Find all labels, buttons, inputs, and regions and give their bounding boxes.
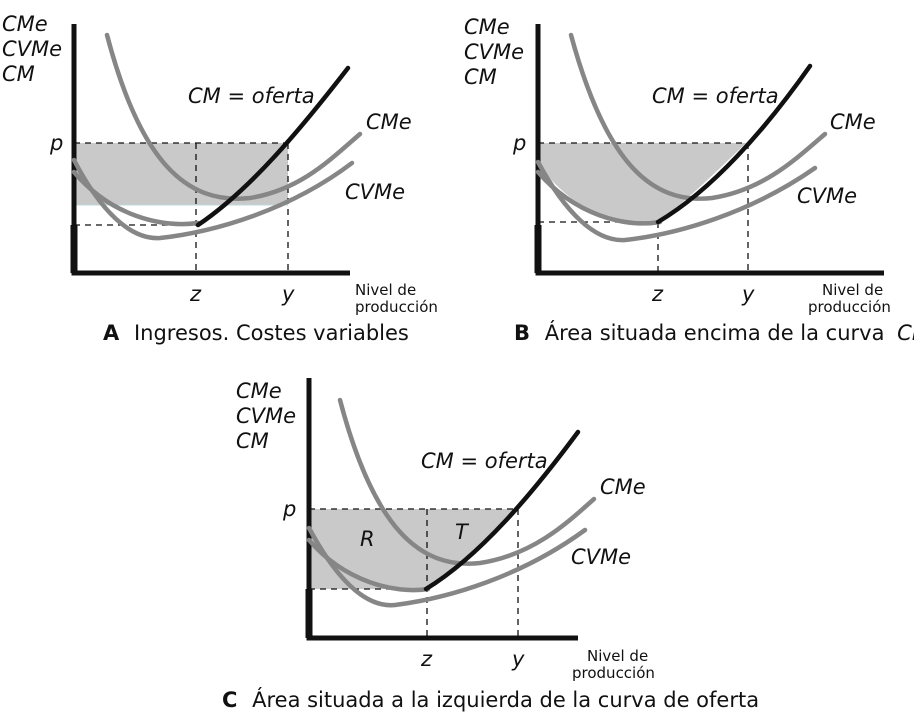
panel-a-caption-letter: A	[103, 321, 120, 345]
panel-a-y-label-cme: CMe	[2, 12, 48, 36]
panel-c-y-label-cm: CM	[236, 429, 269, 453]
panel-c-avc-upper-branch	[306, 537, 431, 593]
panel-a: CMe CVMe CM p CM = oferta CMe CVMe z y N…	[2, 12, 438, 345]
panel-a-x-axis-label-1: Nivel de	[355, 281, 416, 299]
panel-a-avc-label: CVMe	[345, 180, 405, 204]
panel-a-caption: A Ingresos. Costes variables	[103, 321, 409, 345]
panel-c-axes	[306, 378, 578, 641]
panel-b-mc-curve	[655, 63, 813, 225]
panel-c-caption: C Área situada a la izquierda de la curv…	[222, 687, 759, 712]
panel-a-mc-label: CM = oferta	[188, 84, 315, 108]
panel-c-caption-text: Área situada a la izquierda de la curva …	[252, 687, 759, 712]
panel-c-mc-curve	[423, 429, 581, 592]
panel-b-caption: B Área situada encima de la curva CM	[514, 320, 914, 345]
panel-c-x-axis-label-1: Nivel de	[587, 647, 648, 665]
panel-c-region-r-label: R	[360, 527, 375, 551]
panel-b-avc-upper-branch	[535, 169, 663, 226]
panel-a-price-label: p	[49, 131, 63, 155]
panel-b-mc-label: CM = oferta	[652, 84, 779, 108]
panel-c-x-axis-label-2: producción	[572, 664, 655, 682]
panel-c-avc-curve	[306, 525, 588, 608]
panel-c-y-label-cvme: CVMe	[236, 404, 296, 428]
panel-b-price-label: p	[512, 131, 526, 155]
panel-a-x-axis-label-2: producción	[355, 298, 438, 316]
panel-b-avc-label: CVMe	[797, 184, 857, 208]
panel-b-ac-curve	[568, 32, 828, 201]
panel-c-region-t-label: T	[455, 520, 470, 544]
panel-a-caption-text: Ingresos. Costes variables	[134, 321, 409, 345]
panel-b-y-label-cme: CMe	[464, 15, 510, 39]
panel-b-avc-curve	[535, 159, 818, 243]
panel-b-shaded-area-above-mc	[538, 143, 746, 226]
panel-a-shaded-revenue-area	[74, 143, 288, 205]
panel-b-z-tick-label: z	[651, 282, 664, 306]
panel-b-y-tick-label: y	[741, 282, 755, 306]
panel-c-y-label-cme: CMe	[236, 379, 282, 403]
panel-c-ac-curve	[337, 397, 597, 566]
panel-c-price-label: p	[282, 497, 296, 521]
panel-a-ac-label: CMe	[366, 110, 412, 134]
panel-b-caption-text: Área situada encima de la curva	[545, 320, 885, 345]
panel-b-x-axis-label-1: Nivel de	[822, 281, 883, 299]
panel-c-z-tick-label: z	[420, 647, 433, 671]
panel-c-shaded-area-left-of-supply	[309, 509, 517, 589]
panel-c-caption-letter: C	[222, 688, 237, 712]
panel-a-y-label-cvme: CVMe	[2, 37, 62, 61]
panel-b-caption-italic: CM	[897, 321, 914, 345]
panel-c-mc-label: CM = oferta	[421, 449, 548, 473]
panel-b-y-label-cm: CM	[464, 65, 497, 89]
panel-b: CMe CVMe CM p CM = oferta CMe CVMe z y N…	[464, 15, 914, 345]
panel-c-y-tick-label: y	[511, 647, 525, 671]
panel-a-z-tick-label: z	[189, 282, 202, 306]
panel-a-avc-curve	[71, 157, 355, 241]
panel-a-mc-curve	[195, 65, 351, 228]
panel-c-avc-label: CVMe	[571, 545, 631, 569]
panel-b-y-label-cvme: CVMe	[464, 40, 524, 64]
panel-b-ac-label: CMe	[830, 110, 876, 134]
panel-a-avc-upper-branch	[71, 169, 201, 227]
panel-c: CMe CVMe CM p CM = oferta CMe CVMe R T z…	[222, 378, 759, 712]
panel-c-ac-label: CMe	[600, 475, 646, 499]
panel-b-x-axis-label-2: producción	[808, 298, 891, 316]
panel-b-caption-letter: B	[514, 321, 530, 345]
panel-a-y-label-cm: CM	[2, 62, 35, 86]
panel-a-y-tick-label: y	[281, 282, 295, 306]
